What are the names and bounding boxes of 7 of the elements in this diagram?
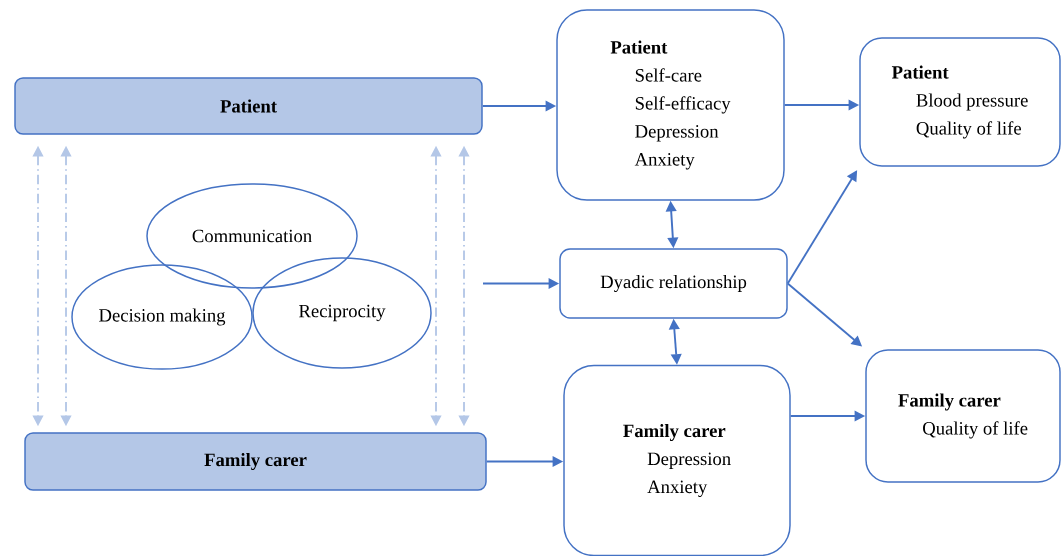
outcome-box: Patient Blood pressure Quality of life	[859, 37, 1061, 167]
outcome-box: Family carer Quality of life	[865, 349, 1061, 483]
label-bar: Patient	[14, 77, 483, 135]
label-bar: Family carer	[24, 432, 487, 491]
outcome-box: Family carer Depression Anxiety	[563, 364, 791, 556]
outcome-box: Patient Self-care Self-efficacy Depression Anxiety	[556, 9, 785, 201]
relationship-box: Dyadic relationship	[559, 248, 788, 319]
